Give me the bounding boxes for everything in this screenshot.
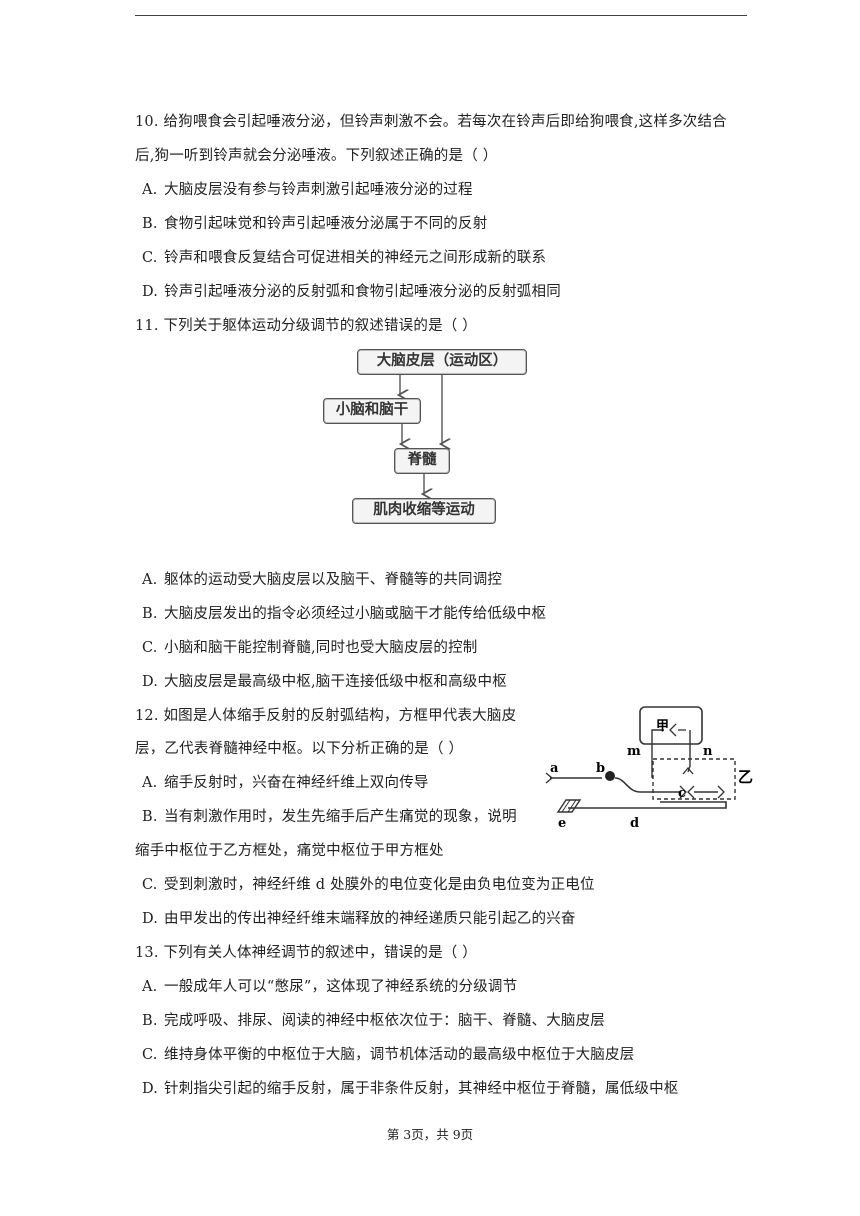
q11-option-a[interactable]: A.躯体的运动受大脑皮层以及脑干、脊髓等的共同调控 bbox=[142, 572, 503, 588]
q13-option-a[interactable]: A.一般成年人可以“憋尿”，这体现了神经系统的分级调节 bbox=[142, 979, 518, 995]
header-rule bbox=[135, 15, 747, 16]
q10-option-a[interactable]: A.大脑皮层没有参与铃声刺激引起唾液分泌的过程 bbox=[142, 182, 473, 198]
label-e: e bbox=[558, 816, 566, 830]
q13-stem: 13. 下列有关人体神经调节的叙述中，错误的是（ ） bbox=[135, 945, 477, 961]
reflex-arc-drawing: 甲 乙 a b c d e m n bbox=[545, 706, 753, 830]
q11-option-c[interactable]: C.小脑和脑干能控制脊髓,同时也受大脑皮层的控制 bbox=[142, 640, 478, 656]
motor-control-diagram: 大脑皮层（运动区） 小脑和脑干 脊髓 肌肉收缩等运动 bbox=[320, 345, 527, 525]
q13-option-d[interactable]: D.针刺指尖引起的缩手反射，属于非条件反射，其神经中枢位于脊髓，属低级中枢 bbox=[142, 1081, 679, 1097]
box-cerebral-cortex: 大脑皮层（运动区） bbox=[357, 349, 527, 375]
diagram-arrows bbox=[320, 374, 510, 525]
label-n: n bbox=[703, 744, 713, 759]
reflex-arc-diagram: 甲 乙 a b c d e m n bbox=[540, 700, 760, 830]
q10-stem-line2: 后,狗一听到铃声就会分泌唾液。下列叙述正确的是（ ） bbox=[135, 148, 498, 164]
q10-option-b[interactable]: B.食物引起味觉和铃声引起唾液分泌属于不同的反射 bbox=[142, 216, 488, 232]
q13-option-c[interactable]: C.维持身体平衡的中枢位于大脑，调节机体活动的最高级中枢位于大脑皮层 bbox=[142, 1047, 635, 1063]
q12-option-d[interactable]: D.由甲发出的传出神经纤维末端释放的神经递质只能引起乙的兴奋 bbox=[142, 911, 576, 927]
q12-stem-line2: 层，乙代表脊髓神经中枢。以下分析正确的是（ ） bbox=[135, 741, 464, 757]
q12-option-c[interactable]: C.受到刺激时，神经纤维 d 处膜外的电位变化是由负电位变为正电位 bbox=[142, 877, 595, 893]
label-b: b bbox=[596, 761, 605, 776]
q11-option-d[interactable]: D.大脑皮层是最高级中枢,脑干连接低级中枢和高级中枢 bbox=[142, 674, 507, 690]
q10-stem-line1: 10. 给狗喂食会引起唾液分泌，但铃声刺激不会。若每次在铃声后即给狗喂食,这样多… bbox=[135, 114, 727, 130]
label-a: a bbox=[550, 761, 559, 776]
label-d: d bbox=[630, 816, 639, 830]
q11-stem: 11. 下列关于躯体运动分级调节的叙述错误的是（ ） bbox=[135, 318, 477, 334]
q12-option-b-cont: 缩手中枢位于乙方框处，痛觉中枢位于甲方框处 bbox=[135, 843, 444, 859]
label-m: m bbox=[627, 744, 641, 759]
q10-option-d[interactable]: D.铃声引起唾液分泌的反射弧和食物引起唾液分泌的反射弧相同 bbox=[142, 284, 561, 300]
label-jia: 甲 bbox=[656, 719, 669, 734]
q12-option-a[interactable]: A.缩手反射时，兴奋在神经纤维上双向传导 bbox=[142, 775, 429, 791]
box-muscle-contraction: 肌肉收缩等运动 bbox=[352, 498, 496, 524]
q12-stem-line1: 12. 如图是人体缩手反射的反射弧结构，方框甲代表大脑皮 bbox=[135, 708, 517, 724]
box-cerebellum-brainstem: 小脑和脑干 bbox=[323, 398, 421, 424]
box-spinal-cord: 脊髓 bbox=[394, 448, 450, 474]
label-c: c bbox=[678, 786, 686, 801]
q12-option-b[interactable]: B.当有刺激作用时，发生先缩手后产生痛觉的现象，说明 bbox=[142, 809, 517, 825]
q13-option-b[interactable]: B.完成呼吸、排尿、阅读的神经中枢依次位于：脑干、脊髓、大脑皮层 bbox=[142, 1013, 605, 1029]
q11-option-b[interactable]: B.大脑皮层发出的指令必须经过小脑或脑干才能传给低级中枢 bbox=[142, 606, 547, 622]
page-footer: 第 3页，共 9页 bbox=[386, 1127, 474, 1142]
label-yi: 乙 bbox=[738, 768, 753, 786]
q10-option-c[interactable]: C.铃声和喂食反复结合可促进相关的神经元之间形成新的联系 bbox=[142, 250, 547, 266]
